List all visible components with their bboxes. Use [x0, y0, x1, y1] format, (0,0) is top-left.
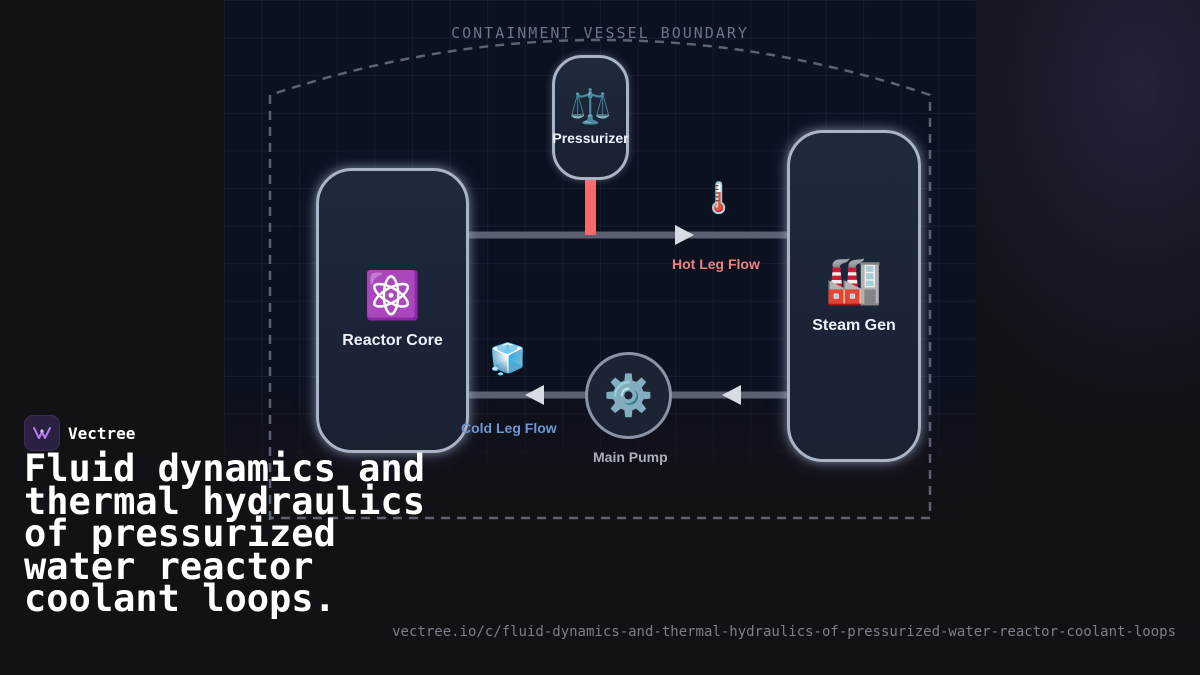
balance-scale-icon: ⚖️: [569, 86, 612, 127]
main-pump-label: Main Pump: [593, 449, 668, 465]
containment-boundary: [268, 38, 932, 520]
page-title: Fluid dynamics and thermal hydraulics of…: [24, 447, 425, 620]
steam-gen-label: Steam Gen: [812, 317, 896, 334]
cold-leg-arrow-right: [722, 385, 741, 405]
atom-icon: ⚛️: [363, 267, 422, 322]
cold-leg-arrow-left: [525, 385, 544, 405]
page-url[interactable]: vectree.io/c/fluid-dynamics-and-thermal-…: [392, 624, 1176, 640]
containment-boundary-label: CONTAINMENT VESSEL BOUNDARY: [451, 24, 749, 42]
steam-generator-vessel: 🏭 Steam Gen: [787, 130, 921, 462]
pressurizer-link: [585, 178, 596, 235]
brand: Vectree: [24, 415, 135, 451]
reactor-core-vessel: ⚛️ Reactor Core: [316, 168, 469, 453]
main-pump: ⚙️: [585, 352, 672, 439]
cold-leg-flow-label: Cold Leg Flow: [461, 420, 557, 436]
factory-icon: 🏭: [825, 253, 883, 307]
reactor-core-label: Reactor Core: [342, 331, 443, 349]
brand-name: Vectree: [68, 423, 136, 443]
gear-icon: ⚙️: [603, 372, 654, 419]
pressurizer-label: Pressurizer: [552, 129, 629, 146]
pressurizer-vessel: ⚖️ Pressurizer: [552, 55, 629, 180]
hot-leg-arrow: [675, 225, 694, 245]
vectree-logo-icon: [24, 415, 60, 451]
hot-leg-flow-label: Hot Leg Flow: [672, 256, 760, 272]
thermometer-icon: 🌡️: [700, 181, 738, 216]
ice-cube-icon: 🧊: [489, 342, 527, 377]
